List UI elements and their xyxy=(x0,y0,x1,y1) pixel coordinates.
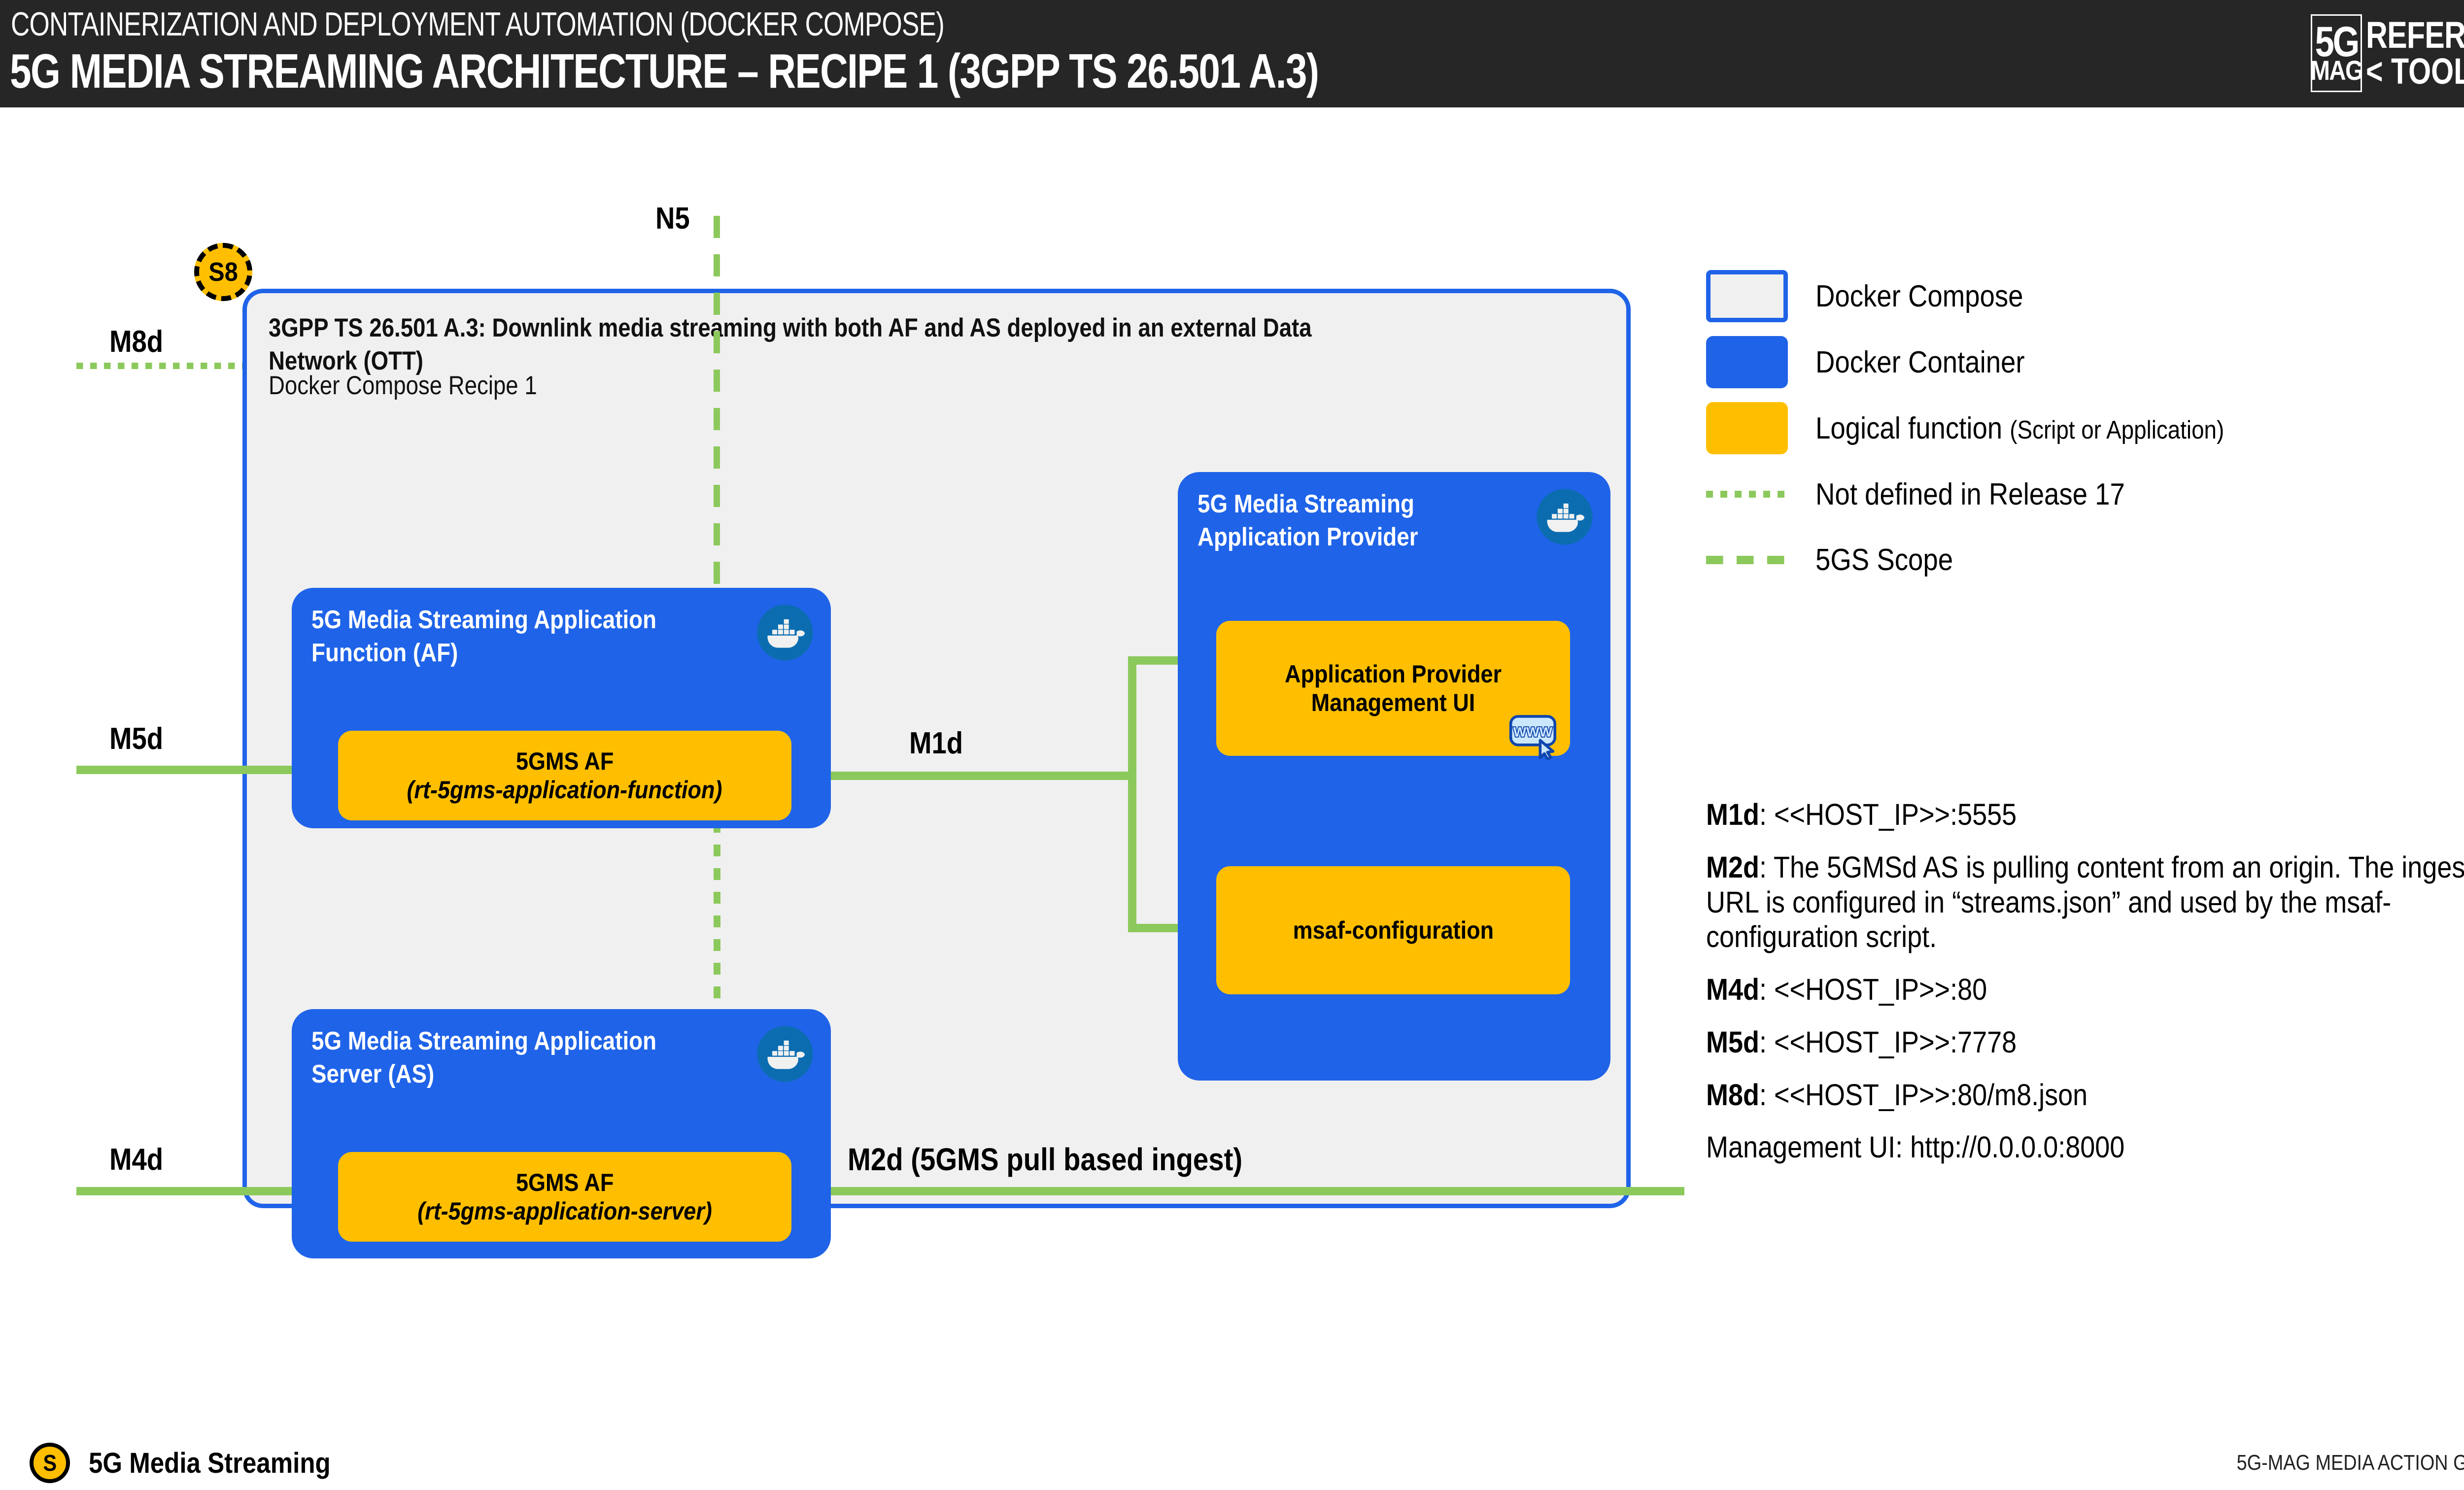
function-msaf-label: msaf-configuration xyxy=(1293,916,1494,944)
function-af-name: 5GMS AF xyxy=(515,747,614,775)
note-m1d: M1d: <<HOST_IP>>:5555 xyxy=(1706,797,2464,832)
container-provider-title: 5G Media Streaming Application Provider xyxy=(1198,490,1418,551)
legend-item-docker-compose: Docker Compose xyxy=(1706,270,2464,322)
note-management-ui-text: Management UI: http://0.0.0.0:8000 xyxy=(1706,1130,2125,1164)
logical-swatch-icon xyxy=(1706,402,1788,454)
page-header: CONTAINERIZATION AND DEPLOYMENT AUTOMATI… xyxy=(0,0,2464,107)
label-n5: N5 xyxy=(655,202,690,236)
function-application-provider-ui[interactable]: Application Provider Management UI WWW xyxy=(1216,621,1570,760)
link-m2d-line xyxy=(787,1187,1684,1195)
web-interface-icon: WWW xyxy=(1508,713,1563,760)
bottom-legend-label-5gms: 5G Media Streaming xyxy=(89,1447,331,1479)
legend-label-logical-function: Logical function (Script or Application) xyxy=(1815,411,2224,446)
compose-swatch-icon xyxy=(1706,270,1788,322)
function-5gms-as[interactable]: 5GMS AF (rt-5gms-application-server) xyxy=(338,1152,791,1242)
legend-label-not-defined: Not defined in Release 17 xyxy=(1815,477,2125,511)
header-subtitle: CONTAINERIZATION AND DEPLOYMENT AUTOMATI… xyxy=(11,5,945,43)
note-m2d-key: M2d xyxy=(1706,850,1759,884)
legend-item-not-defined: Not defined in Release 17 xyxy=(1706,468,2464,520)
dashed-line-swatch-icon xyxy=(1706,556,1788,564)
note-m5d-text: : <<HOST_IP>>:7778 xyxy=(1759,1025,2017,1059)
bottom-legend-item-5gms: S 5G Media Streaming xyxy=(30,1443,459,1483)
container-as-title: 5G Media Streaming Application Server (A… xyxy=(311,1027,657,1088)
logo-mark: 5G MAG xyxy=(2310,14,2363,92)
legend-logical-note: (Script or Application) xyxy=(2010,415,2224,444)
logo-mark-top: 5G xyxy=(2315,18,2360,66)
legend-label-5gs-scope: 5GS Scope xyxy=(1815,543,1953,577)
logo-mark-bottom: MAG xyxy=(2310,55,2363,86)
note-m5d: M5d: <<HOST_IP>>:7778 xyxy=(1706,1025,2464,1060)
logo-line-1: REFERENCE xyxy=(2366,14,2464,56)
legend-label-docker-compose: Docker Compose xyxy=(1815,279,2023,313)
legend-item-docker-container: Docker Container xyxy=(1706,336,2464,388)
brand-logo: 5G MAG REFERENCE < TOOLS /> xyxy=(2310,14,2464,93)
function-as-name: 5GMS AF xyxy=(515,1169,614,1196)
logo-line-2: < TOOLS /> xyxy=(2366,50,2464,92)
logo-wordmark: REFERENCE < TOOLS /> xyxy=(2366,14,2464,92)
s-badge-label: S xyxy=(43,1450,57,1476)
svg-text:WWW: WWW xyxy=(1513,724,1553,740)
container-af-title: 5G Media Streaming Application Function … xyxy=(311,606,657,667)
interface-notes: M1d: <<HOST_IP>>:5555 M2d: The 5GMSd AS … xyxy=(1706,797,2464,1183)
function-msaf-configuration[interactable]: msaf-configuration xyxy=(1216,866,1570,994)
note-m1d-key: M1d xyxy=(1706,798,1759,831)
note-m8d-text: : <<HOST_IP>>:80/m8.json xyxy=(1759,1078,2088,1112)
link-m1d-horizontal xyxy=(791,772,1136,780)
legend: Docker Compose Docker Container Logical … xyxy=(1706,270,2464,600)
note-m1d-text: : <<HOST_IP>>:5555 xyxy=(1759,798,2017,831)
badge-s8-label: S8 xyxy=(208,257,238,287)
docker-whale-icon xyxy=(756,604,814,662)
legend-label-docker-container: Docker Container xyxy=(1815,345,2025,379)
label-m5d: M5d xyxy=(109,722,164,756)
note-m5d-key: M5d xyxy=(1706,1025,1759,1059)
link-m4d-line xyxy=(76,1187,345,1195)
link-m1d-vertical xyxy=(1128,656,1136,932)
link-m5d-line xyxy=(76,766,345,774)
label-m2d: M2d (5GMS pull based ingest) xyxy=(848,1142,1243,1177)
compose-title: 3GPP TS 26.501 A.3: Downlink media strea… xyxy=(269,313,1312,375)
docker-whale-icon xyxy=(1536,488,1594,546)
function-provider-ui-label: Application Provider Management UI xyxy=(1284,660,1502,716)
note-m2d-text: : The 5GMSd AS is pulling content from a… xyxy=(1706,850,2464,954)
note-management-ui: Management UI: http://0.0.0.0:8000 xyxy=(1706,1130,2464,1165)
legend-logical-main: Logical function xyxy=(1815,411,2010,445)
dotted-line-swatch-icon xyxy=(1706,491,1788,498)
legend-item-5gs-scope: 5GS Scope xyxy=(1706,534,2464,586)
note-m4d-key: M4d xyxy=(1706,973,1759,1006)
label-m4d: M4d xyxy=(109,1143,164,1177)
compose-subtitle: Docker Compose Recipe 1 xyxy=(269,371,537,400)
label-m1d: M1d xyxy=(909,726,963,760)
copyright-notice: 5G-MAG MEDIA ACTION GROUP © 2025 xyxy=(2236,1451,2464,1475)
container-swatch-icon xyxy=(1706,336,1788,388)
note-m8d-key: M8d xyxy=(1706,1078,1759,1112)
architecture-diagram: M8d 3GPP TS 26.501 A.3: Downlink media s… xyxy=(0,107,2464,1490)
function-as-image: (rt-5gms-application-server) xyxy=(417,1197,712,1225)
function-af-image: (rt-5gms-application-function) xyxy=(407,776,722,804)
note-m4d: M4d: <<HOST_IP>>:80 xyxy=(1706,972,2464,1007)
label-m8d: M8d xyxy=(109,325,164,359)
legend-item-logical-function: Logical function (Script or Application) xyxy=(1706,402,2464,454)
badge-s8: S8 xyxy=(194,243,252,301)
note-m4d-text: : <<HOST_IP>>:80 xyxy=(1759,973,1987,1006)
bottom-legend: S 5G Media Streaming xyxy=(30,1443,459,1490)
page-title: 5G MEDIA STREAMING ARCHITECTURE – RECIPE… xyxy=(10,44,1319,98)
s-badge-icon: S xyxy=(30,1443,70,1483)
function-5gms-af[interactable]: 5GMS AF (rt-5gms-application-function) xyxy=(338,731,791,820)
docker-whale-icon xyxy=(756,1025,814,1083)
note-m8d: M8d: <<HOST_IP>>:80/m8.json xyxy=(1706,1078,2464,1113)
note-m2d: M2d: The 5GMSd AS is pulling content fro… xyxy=(1706,850,2464,954)
